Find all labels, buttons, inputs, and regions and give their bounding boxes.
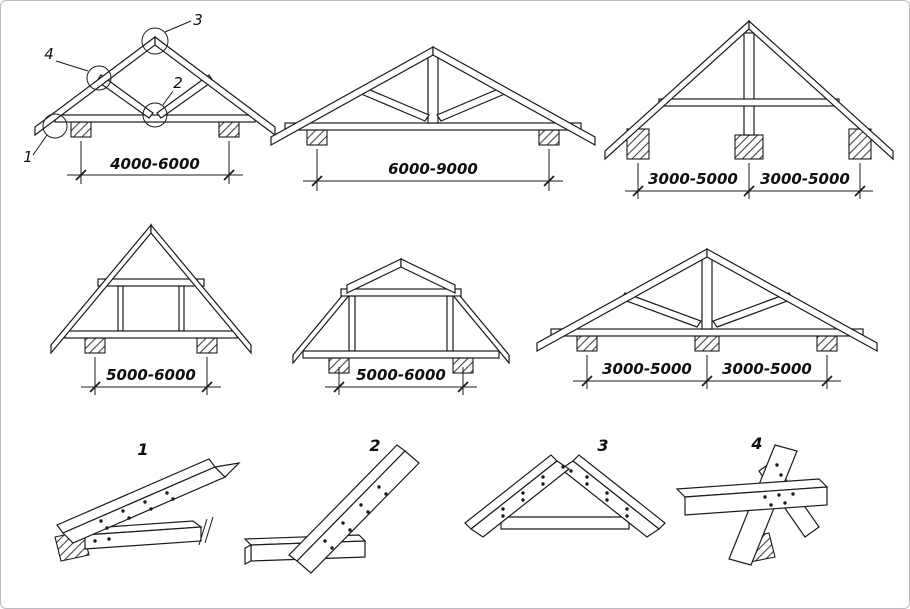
truss-members bbox=[50, 223, 252, 355]
truss-1-drawing: 4000-6000 3 4 2 1 bbox=[23, 11, 276, 184]
nails bbox=[93, 491, 175, 543]
truss-2-figure: 6000-9000 bbox=[263, 9, 603, 214]
rafter-right bbox=[432, 45, 596, 147]
strut-right bbox=[712, 292, 794, 328]
strut-left bbox=[96, 74, 154, 119]
strut-left bbox=[620, 292, 702, 328]
upper-rafter-left bbox=[346, 258, 402, 294]
detail-1-figure: 1 bbox=[43, 433, 243, 578]
detail-2-drawing: 2 bbox=[243, 436, 420, 574]
detail-number-2: 2 bbox=[369, 436, 380, 455]
truss-members bbox=[292, 258, 510, 365]
callout-number-3: 3 bbox=[193, 11, 203, 29]
detail-2-figure: 2 bbox=[243, 429, 440, 579]
left-rafter-board bbox=[464, 454, 571, 538]
span-label: 5000-6000 bbox=[356, 366, 446, 384]
sloped-boards bbox=[288, 444, 420, 574]
truss-members bbox=[270, 45, 596, 147]
callout-circle-4 bbox=[86, 65, 112, 91]
wall-post-right bbox=[446, 295, 454, 352]
callout-number-1: 1 bbox=[23, 148, 33, 166]
truss-5-drawing: 5000-6000 bbox=[292, 258, 510, 395]
back-board bbox=[500, 516, 630, 530]
detail-number-4: 4 bbox=[750, 434, 762, 453]
truss-2-drawing: 6000-9000 bbox=[270, 45, 596, 191]
span-label: 5000-6000 bbox=[106, 366, 196, 384]
king-post bbox=[743, 32, 755, 136]
detail-number-1: 1 bbox=[137, 440, 148, 459]
break-marks bbox=[198, 516, 214, 546]
dimension: 5000-6000 bbox=[325, 366, 477, 395]
dimension: 6000-9000 bbox=[303, 149, 563, 191]
span-label-left: 3000-5000 bbox=[602, 360, 692, 378]
tie-beam bbox=[284, 122, 582, 131]
detail-4-drawing: 4 bbox=[675, 434, 829, 566]
callout-number-2: 2 bbox=[173, 74, 183, 92]
king-post bbox=[427, 54, 439, 124]
wall-post-left bbox=[348, 295, 356, 352]
tie-board bbox=[75, 516, 214, 550]
truss-4-drawing: 5000-6000 bbox=[50, 223, 252, 395]
truss-6-drawing: 3000-5000 3000-5000 bbox=[536, 247, 878, 389]
strut-right bbox=[436, 86, 508, 122]
dimension: 3000-5000 3000-5000 bbox=[573, 355, 841, 389]
hanger-post-left bbox=[117, 285, 124, 332]
support-blocks bbox=[576, 335, 838, 352]
king-post bbox=[701, 256, 713, 330]
rafter-right bbox=[150, 223, 252, 355]
support-blocks bbox=[70, 121, 240, 138]
detail-3-figure: 3 bbox=[453, 429, 678, 579]
tie-beam bbox=[302, 350, 500, 359]
span-label: 4000-6000 bbox=[109, 155, 200, 173]
span-label-left: 3000-5000 bbox=[648, 170, 738, 188]
detail-1-drawing: 1 bbox=[54, 440, 241, 562]
callout-circle-2 bbox=[142, 102, 168, 128]
strut-right bbox=[156, 74, 214, 119]
truss-members bbox=[604, 19, 894, 161]
truss-5-figure: 5000-6000 bbox=[289, 219, 514, 409]
rafter-right bbox=[706, 247, 878, 353]
dimension: 5000-6000 bbox=[81, 357, 221, 395]
nails bbox=[323, 485, 388, 550]
cut-tip bbox=[213, 462, 241, 478]
rafter-right bbox=[748, 19, 894, 161]
span-label-right: 3000-5000 bbox=[760, 170, 850, 188]
callout-number-4: 4 bbox=[44, 45, 54, 63]
detail-number-3: 3 bbox=[597, 436, 608, 455]
detail-3-drawing: 3 bbox=[464, 436, 666, 538]
dimension: 3000-5000 3000-5000 bbox=[625, 163, 873, 199]
hanger-post-right bbox=[178, 285, 185, 332]
truss-3-figure: 3000-5000 3000-5000 bbox=[597, 3, 907, 218]
dimension: 4000-6000 bbox=[67, 141, 243, 184]
detail-4-figure: 4 bbox=[669, 431, 854, 581]
truss-members bbox=[536, 247, 878, 353]
truss-1-figure: 4000-6000 3 4 2 1 bbox=[19, 9, 279, 219]
support-blocks bbox=[84, 337, 218, 354]
tie-beam bbox=[550, 328, 864, 337]
support-blocks bbox=[306, 129, 560, 146]
nails bbox=[763, 463, 795, 507]
attic-beam bbox=[340, 288, 462, 297]
strut-left bbox=[358, 86, 430, 122]
span-label: 6000-9000 bbox=[388, 160, 478, 178]
collar-beam bbox=[97, 278, 205, 287]
support-blocks bbox=[626, 128, 872, 160]
truss-3-drawing: 3000-5000 3000-5000 bbox=[604, 19, 894, 199]
tie-beam bbox=[54, 114, 256, 123]
rafter-board bbox=[56, 458, 241, 544]
upper-rafter-right bbox=[400, 258, 456, 294]
truss-6-figure: 3000-5000 3000-5000 bbox=[529, 223, 884, 408]
tie-beam bbox=[64, 330, 238, 339]
rafter-right bbox=[154, 35, 276, 137]
truss-4-figure: 5000-6000 bbox=[43, 217, 263, 407]
rafter-left bbox=[604, 19, 750, 161]
callout-circle-3 bbox=[141, 27, 169, 55]
callout-marks: 3 4 2 1 bbox=[23, 11, 203, 166]
callout-circle-1 bbox=[42, 113, 68, 139]
nails bbox=[501, 465, 629, 518]
span-label-right: 3000-5000 bbox=[722, 360, 812, 378]
truss-members bbox=[34, 35, 276, 137]
collar-beam bbox=[658, 98, 840, 107]
